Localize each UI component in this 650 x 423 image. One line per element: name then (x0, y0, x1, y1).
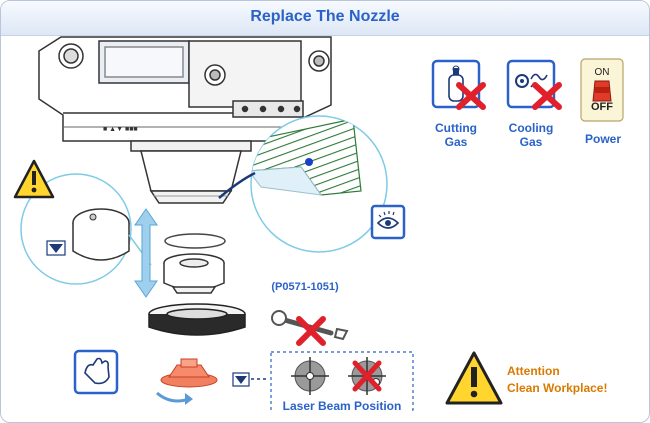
power-label: Power (584, 132, 621, 146)
offset-beam-not-allowed-icon (348, 357, 386, 395)
power-switch-icon (580, 58, 624, 122)
cutting-gas-off-icon (431, 59, 486, 110)
power-on-text: ON (594, 67, 610, 78)
laser-beam-position-label: Laser Beam Position (273, 399, 411, 413)
page-title: Replace The Nozzle (250, 8, 400, 25)
zoom-detail-circle (218, 115, 388, 253)
eye-icon (370, 204, 406, 240)
part-number: (P0571-1051) (271, 281, 339, 293)
laser-head-illustration: ■ ▲▼ ■■■ (38, 36, 332, 204)
attention-warning-icon (445, 351, 503, 405)
svg-text:■ ▲▼ ■■■: ■ ▲▼ ■■■ (103, 126, 138, 133)
ring-nut (148, 303, 246, 336)
power-off-text: OFF (591, 101, 613, 113)
warning-triangle-icon (13, 159, 55, 199)
wrench-not-allowed-icon (271, 310, 349, 346)
o-ring (164, 233, 226, 249)
left-detail-circle (20, 173, 152, 285)
title-bar: Replace The Nozzle (1, 1, 649, 36)
cooling-gas-off-icon (506, 59, 562, 110)
centered-beam-icon (291, 357, 329, 395)
up-down-arrow-icon (134, 208, 158, 298)
nozzle-rotate-illustration (156, 358, 267, 405)
hand-icon (73, 349, 119, 395)
nozzle-part (163, 253, 225, 294)
